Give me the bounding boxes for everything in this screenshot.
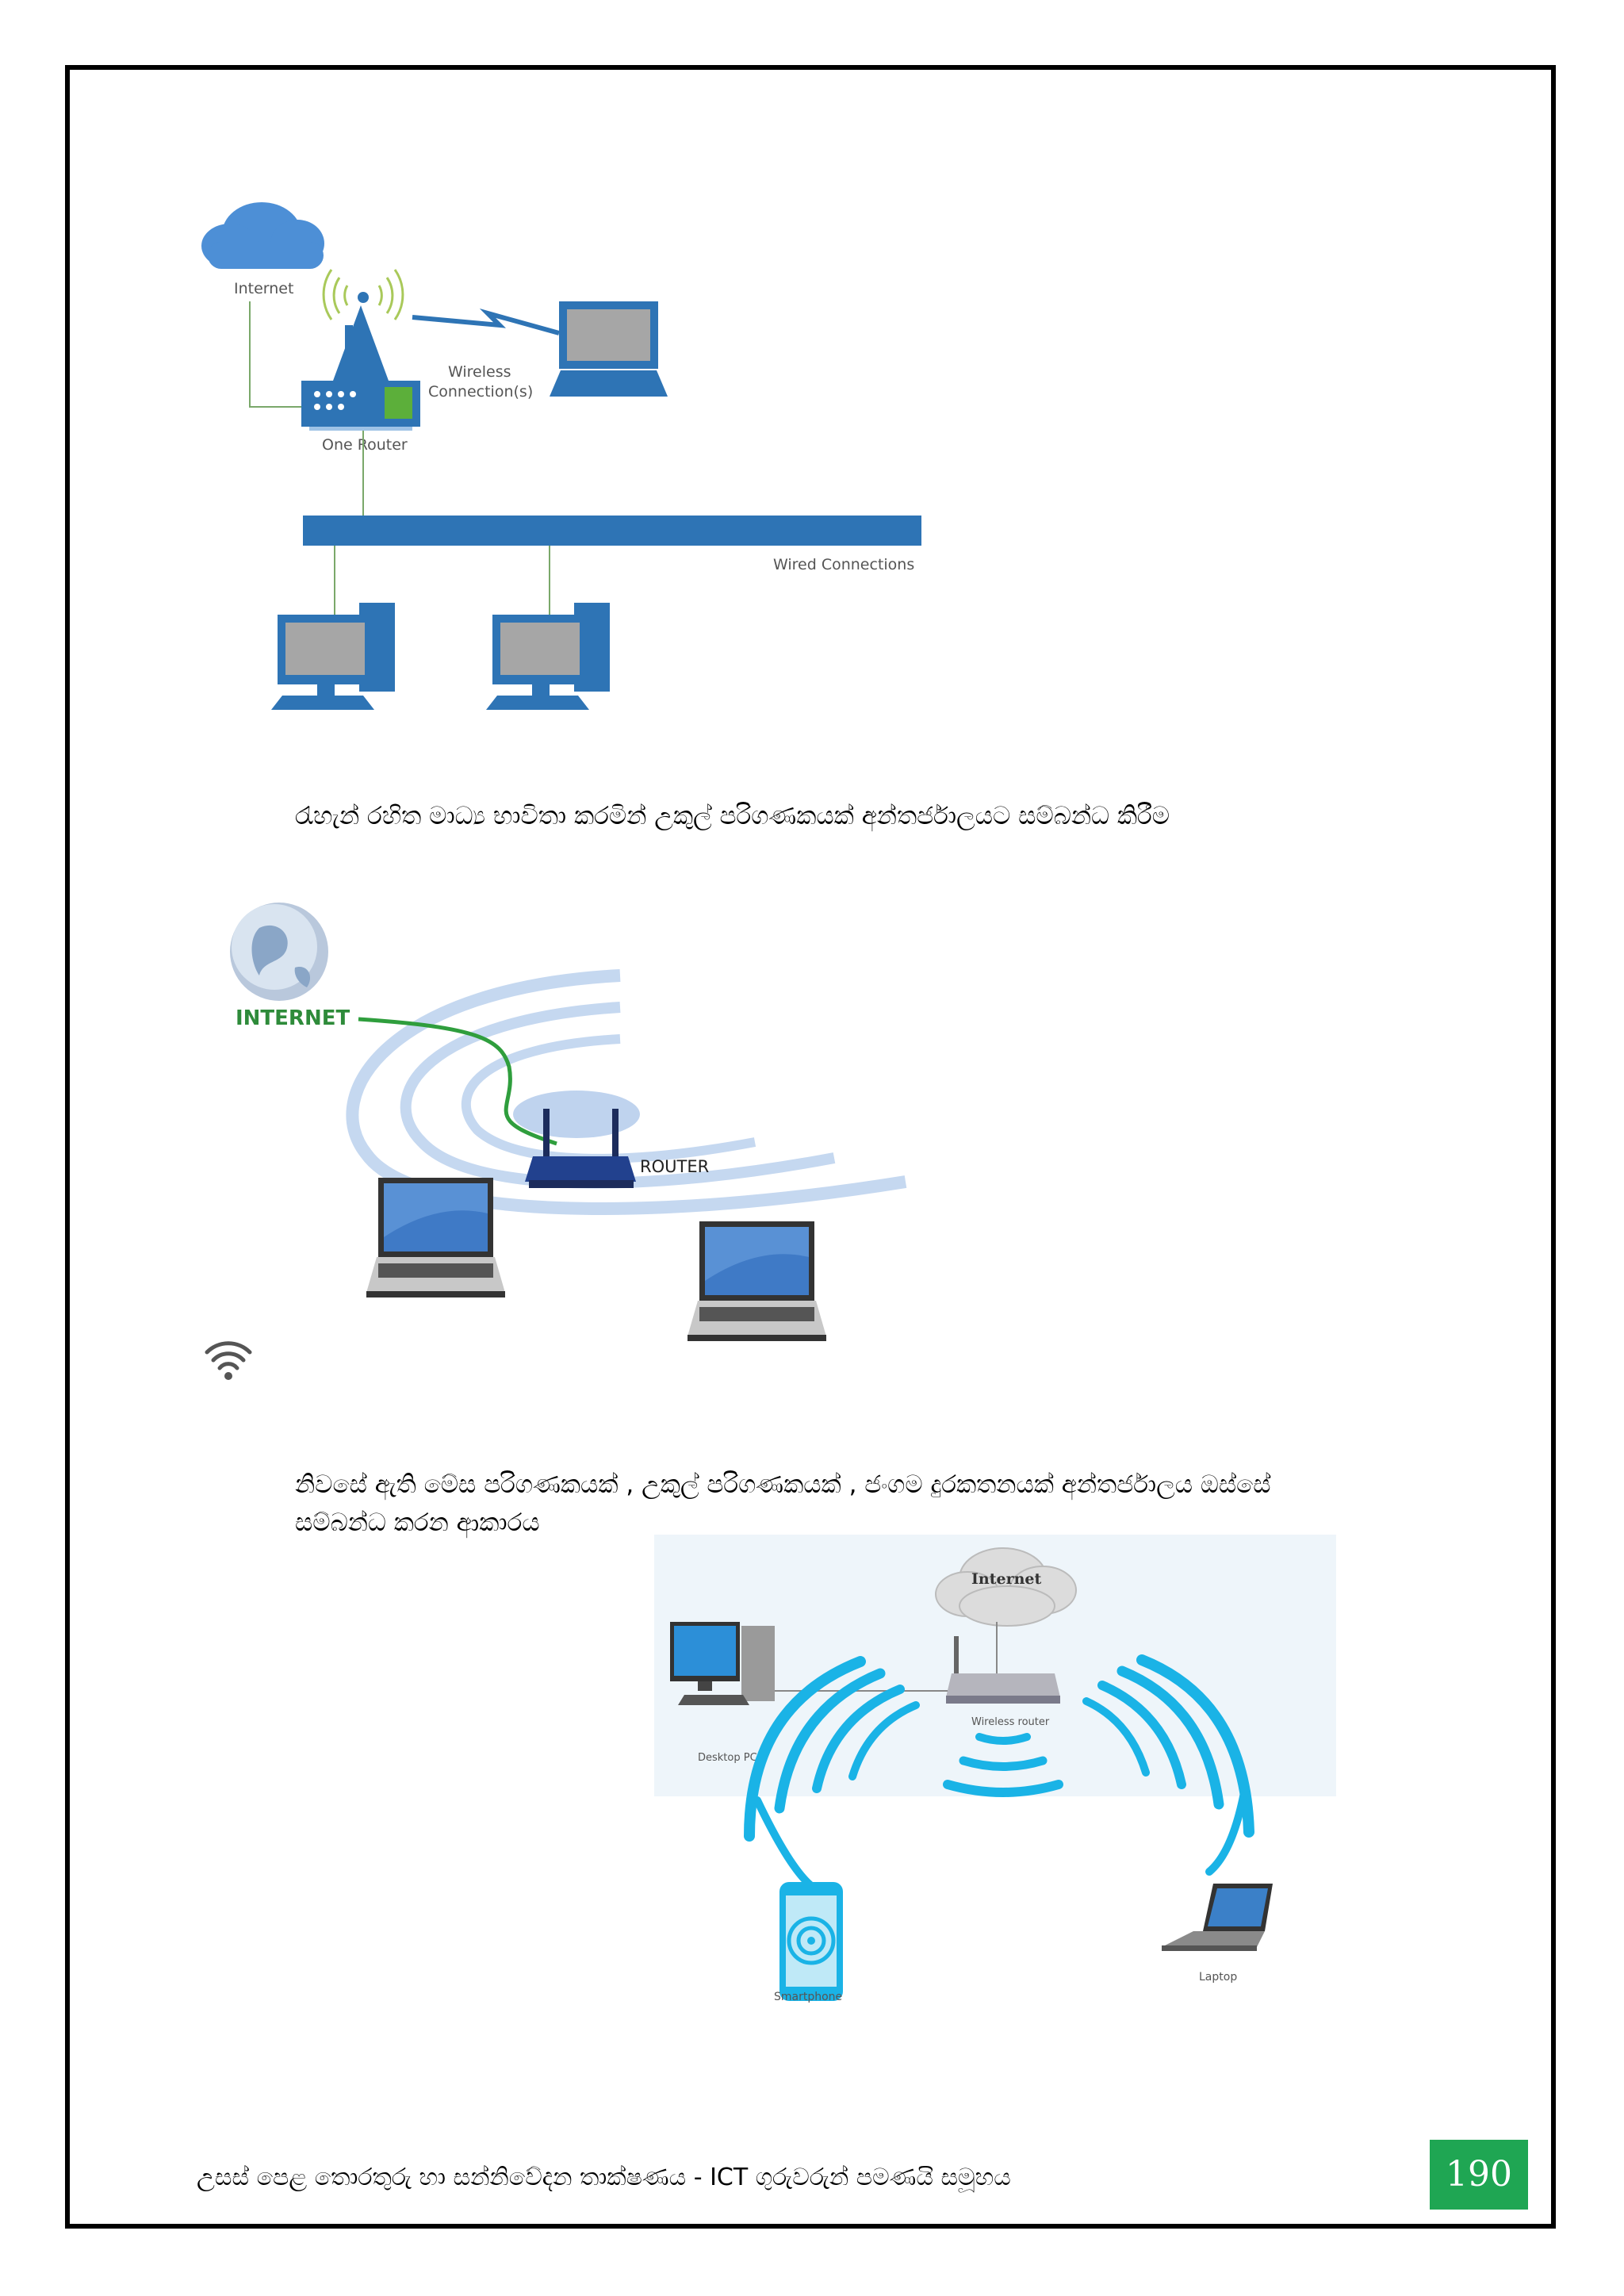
desktop-computer-icon [670, 1622, 775, 1705]
router-label: Wireless router [971, 1716, 1050, 1728]
wireless-label-1: Wireless [448, 363, 511, 381]
wifi-signal-icon [322, 269, 404, 320]
laptop-icon [1162, 1884, 1273, 1951]
page-number: 190 [1430, 2140, 1528, 2210]
cloud-icon [201, 202, 324, 269]
smartphone-label: Smartphone [774, 1991, 843, 2003]
caption-line-1: නිවසේ ඇති මේස පරිගණකයක් , උකුල් පරිගණකයක… [295, 1470, 1271, 1499]
wired-bus [303, 516, 921, 546]
wifi-icon [202, 1336, 255, 1384]
internet-label: Internet [971, 1570, 1041, 1588]
cloud-icon [935, 1547, 1077, 1627]
figure-router-laptops: INTERNET ROUTER [216, 888, 929, 1348]
router-icon [946, 1636, 1060, 1704]
router-icon [301, 292, 420, 431]
laptop-icon [366, 1178, 505, 1297]
figure-home-network: Internet Wireless router Desktop PC [654, 1535, 1336, 2010]
smartphone-icon [779, 1882, 843, 2001]
desktop-label: Desktop PC [698, 1752, 757, 1764]
caption-line-2: සම්බන්ධ කරන ආකාරය [295, 1508, 540, 1537]
router-icon [525, 1109, 636, 1188]
laptop-label: Laptop [1199, 1971, 1238, 1984]
laptop-icon [550, 301, 668, 397]
figure-wireless-router-network: Internet Wireless Connectio [198, 186, 952, 734]
caption-figure2: නිවසේ ඇති මේස පරිගණකයක් , උකුල් පරිගණකයක… [295, 1466, 1271, 1542]
laptop-icon [688, 1221, 826, 1341]
internet-label: Internet [234, 280, 293, 297]
internet-label: INTERNET [236, 1006, 350, 1030]
wifi-waves [744, 1654, 1254, 1895]
desktop-computer-icon [271, 603, 395, 710]
page-frame [65, 65, 1556, 2229]
footer-text: උසස් පෙළ තොරතුරු හා සන්නිවේදන තාක්ෂණය - … [197, 2164, 1011, 2191]
caption-figure1: රැහැන් රහිත මාධ්‍ය භාවිතා කරමින් උකුල් ප… [295, 802, 1170, 830]
router-label: One Router [322, 436, 408, 454]
wireless-label-2: Connection(s) [428, 383, 533, 401]
desktop-computer-icon [486, 603, 610, 710]
router-label: ROUTER [640, 1157, 709, 1176]
wired-label: Wired Connections [773, 556, 914, 573]
globe-icon [230, 903, 328, 1001]
